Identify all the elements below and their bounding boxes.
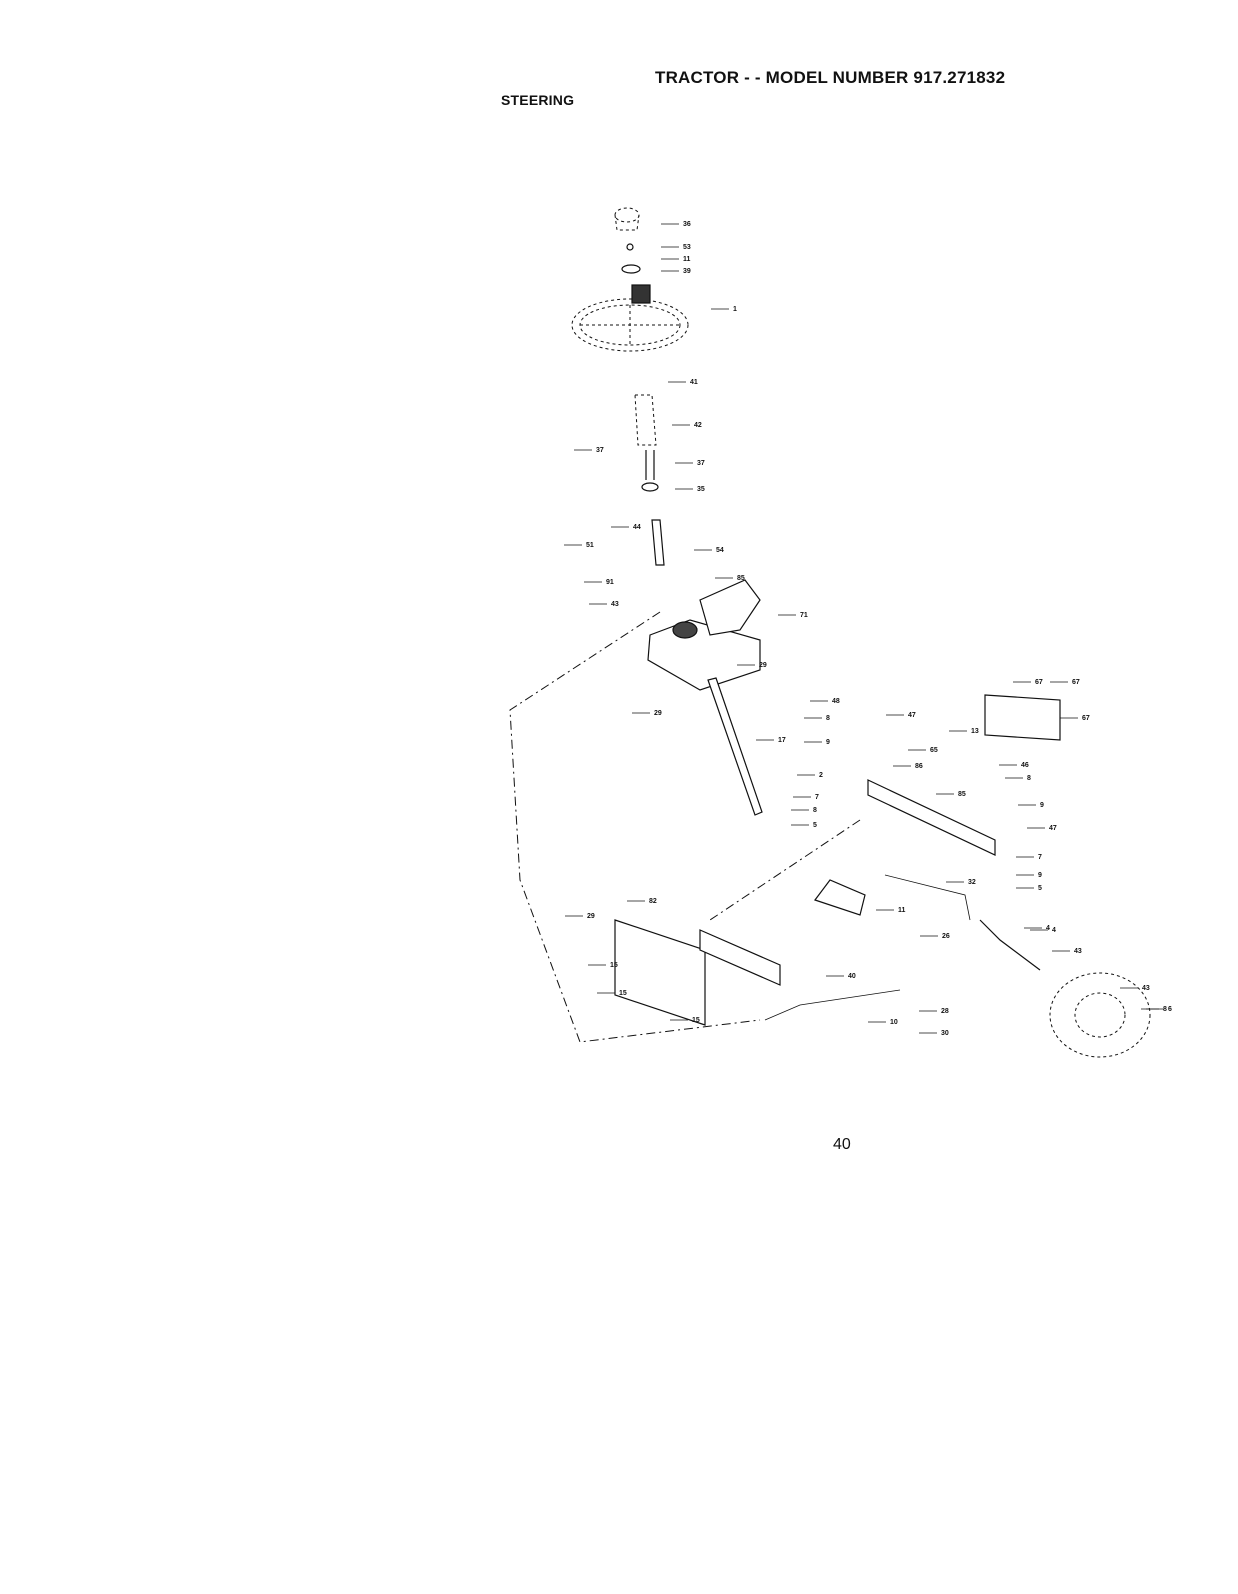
callout-label: 5 [813,822,817,829]
callout-label: 13 [971,728,979,735]
callout-label: 65 [930,747,938,754]
adapter [631,284,651,304]
callout-label: 43 [1074,948,1082,955]
callout-label: 39 [683,268,691,275]
callout-label: 11 [683,256,691,263]
wheel-hub [1074,992,1126,1038]
callout-label: 41 [690,379,698,386]
pinion-gear [672,621,698,639]
steering-wheel [571,298,689,352]
callout-label: 4 [1046,925,1050,932]
callout-label: 82 [649,898,657,905]
page-number: 40 [833,1136,851,1153]
spacer [634,394,657,446]
callout-label: 29 [587,913,595,920]
callout-label: 15 [619,990,627,997]
callout-label: 29 [759,662,767,669]
front-wheel [1049,972,1151,1058]
callout-label: 2 [819,772,823,779]
callout-label: 9 [1040,802,1044,809]
callout-label: 7 [815,794,819,801]
steering-cap [614,207,640,223]
callout-label: 8 [1163,1006,1167,1013]
axle-bracket [984,694,1061,741]
sector-gear [699,579,761,636]
callout-label: 71 [800,612,808,619]
callout-label: 86 [915,763,923,770]
support-bracket [614,919,706,1026]
spindle [979,919,1041,971]
callout-label: 46 [1021,762,1029,769]
callout-label: 53 [683,244,691,251]
spindle-left [814,879,866,916]
callout-label: 9 [1038,872,1042,879]
drag-link [707,677,763,816]
callout-label: 32 [968,879,976,886]
callout-label: 54 [716,547,724,554]
callout-label: 11 [898,907,906,914]
steering-cap-body [614,214,640,231]
callout-label: 47 [908,712,916,719]
callout-label: 67 [1082,715,1090,722]
callout-label: 28 [941,1008,949,1015]
callout-label: 6 [1168,1006,1172,1013]
callout-label: 43 [1142,985,1150,992]
callout-label: 8 [826,715,830,722]
washer [621,264,641,274]
callout-label: 48 [832,698,840,705]
callout-label: 1 [733,306,737,313]
bearing [641,482,659,492]
callout-label: 30 [941,1030,949,1037]
callout-label: 7 [1038,854,1042,861]
assembly-outline [509,611,761,1043]
steering-gear-housing [647,619,761,691]
callout-label: 91 [606,579,614,586]
callout-label: 85 [737,575,745,582]
callout-label: 67 [1035,679,1043,686]
section-title: STEERING [501,92,575,108]
callout-label: 17 [778,737,786,744]
lower-link [764,989,901,1021]
front-axle [867,779,996,856]
tie-rod [884,874,971,921]
support-channel [699,929,781,986]
callout-label: 51 [586,542,594,549]
callout-label: 40 [848,973,856,980]
page-title: TRACTOR - - MODEL NUMBER 917.271832 [655,68,1006,87]
callout-label: 8 [1027,775,1031,782]
callout-label: 42 [694,422,702,429]
assembly-outline-2 [709,819,861,921]
callout-label: 35 [697,486,705,493]
callout-label: 47 [1049,825,1057,832]
callout-label: 36 [683,221,691,228]
callout-label: 15 [692,1017,700,1024]
callout-label: 44 [633,524,641,531]
callout-label: 37 [697,460,705,467]
callout-label: 29 [654,710,662,717]
bolts [645,450,655,480]
steering-wheel-spokes [580,305,680,345]
steering-shaft [651,519,665,566]
callout-label: 26 [942,933,950,940]
callout-label: 67 [1072,679,1080,686]
callout-label: 4 [1052,927,1056,934]
callout-label: 8 [813,807,817,814]
callout-label: 15 [610,962,618,969]
callout-label: 10 [890,1019,898,1026]
nut [626,243,634,251]
callout-label: 37 [596,447,604,454]
callout-label: 9 [826,739,830,746]
callout-label: 85 [958,791,966,798]
callout-label: 43 [611,601,619,608]
callout-label: 5 [1038,885,1042,892]
